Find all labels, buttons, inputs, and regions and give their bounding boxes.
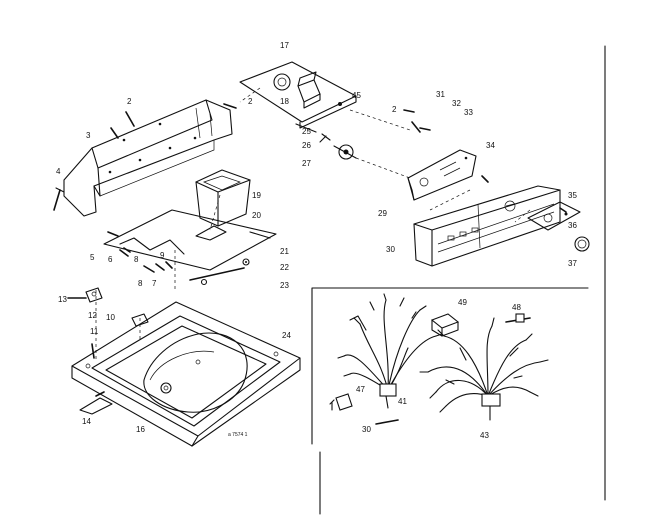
- label-32: 32: [452, 99, 461, 108]
- label-2-mid: 2: [248, 97, 253, 106]
- screw-part-11: [91, 343, 95, 359]
- label-11: 11: [90, 327, 99, 336]
- label-12: 12: [88, 311, 97, 320]
- screw-part-4: [53, 187, 65, 211]
- switch-screws: [403, 109, 431, 133]
- label-19: 19: [252, 191, 261, 200]
- label-2-top: 2: [127, 97, 132, 106]
- label-20: 20: [252, 211, 261, 220]
- leader-lines: [95, 87, 531, 360]
- label-29: 29: [378, 209, 387, 218]
- label-5: 5: [90, 253, 95, 262]
- label-3: 3: [86, 131, 91, 140]
- screw-part-34: [481, 175, 489, 183]
- label-47: 47: [356, 385, 365, 394]
- label-23: 23: [280, 281, 289, 290]
- inset-box-frame: [311, 287, 589, 445]
- label-37: 37: [568, 259, 577, 268]
- label-10: 10: [106, 313, 115, 322]
- wire-harness-41: [337, 293, 443, 409]
- label-8-top: 8: [134, 255, 139, 264]
- label-2-right: 2: [392, 105, 397, 114]
- timer-bracket: [239, 61, 357, 129]
- console-front-panel: [413, 185, 561, 267]
- label-17: 17: [280, 41, 289, 50]
- screw-part-2: [110, 103, 237, 139]
- label-45: 45: [352, 91, 361, 100]
- hinge-part-14: [79, 391, 113, 415]
- clip-part-10: [131, 313, 149, 327]
- label-48: 48: [512, 303, 521, 312]
- knob-part-37: [574, 236, 590, 252]
- switch-bracket: [527, 201, 581, 231]
- label-26: 26: [302, 141, 311, 150]
- label-14: 14: [82, 417, 91, 426]
- label-25: 25: [302, 127, 311, 136]
- rod-part-23: [189, 267, 245, 286]
- relay-part-49: [430, 313, 460, 337]
- label-30-panel: 30: [386, 245, 395, 254]
- serial-number: a 7574 1: [228, 432, 248, 438]
- label-49: 49: [458, 298, 467, 307]
- label-7: 7: [152, 279, 157, 288]
- timer-knob-assembly: [295, 123, 357, 160]
- part-labels: 17 18 45 2 2 2 31 32 33 3 4 25 26 27 34 …: [56, 41, 577, 440]
- label-31: 31: [436, 90, 445, 99]
- label-35: 35: [568, 191, 577, 200]
- connector-part-47: [329, 393, 353, 411]
- label-18: 18: [280, 97, 289, 106]
- wire-part-30: [375, 419, 399, 425]
- lid-switch: [67, 287, 103, 303]
- wire-harness-43: [419, 317, 549, 421]
- label-27: 27: [302, 159, 311, 168]
- label-30-wire: 30: [362, 425, 371, 434]
- label-21: 21: [280, 247, 289, 256]
- label-4: 4: [56, 167, 61, 176]
- label-33: 33: [464, 108, 473, 117]
- console-back-panel: [63, 99, 233, 217]
- dispenser: [195, 169, 251, 227]
- cover-part-16: [160, 382, 172, 394]
- label-34: 34: [486, 141, 495, 150]
- top-panel: [71, 301, 301, 447]
- label-9: 9: [160, 251, 165, 260]
- label-13: 13: [58, 295, 67, 304]
- label-24: 24: [282, 331, 291, 340]
- clips-parts-5-9: [107, 231, 173, 273]
- label-16: 16: [136, 425, 145, 434]
- control-panel-small: [407, 149, 477, 201]
- label-22: 22: [280, 263, 289, 272]
- label-8-bottom: 8: [138, 279, 143, 288]
- label-43: 43: [480, 431, 489, 440]
- label-36: 36: [568, 221, 577, 230]
- hinge-pin-part-22: [242, 258, 250, 266]
- cover-support-plate: [103, 209, 277, 271]
- label-6: 6: [108, 255, 113, 264]
- screw-part-48: [505, 313, 531, 323]
- label-41: 41: [398, 397, 407, 406]
